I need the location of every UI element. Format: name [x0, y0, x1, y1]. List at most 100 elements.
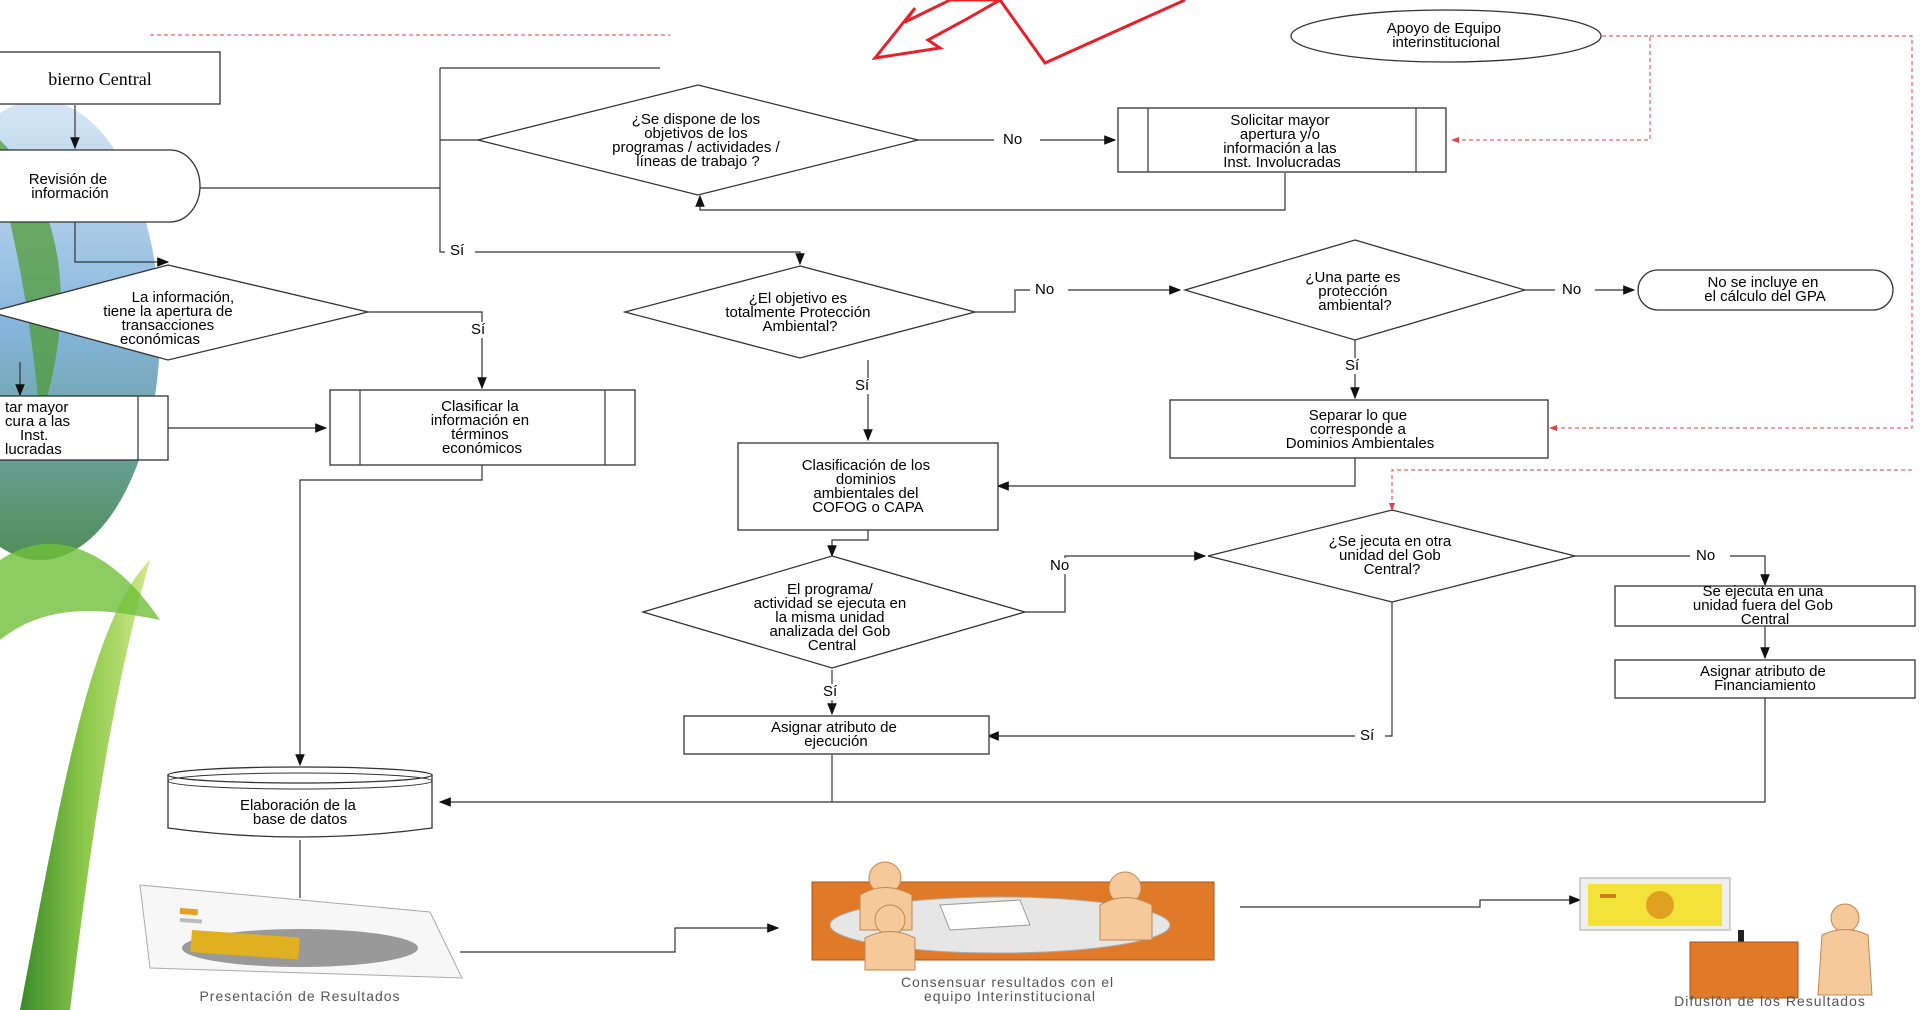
node-label: cura a las [5, 413, 70, 430]
svg-text:Asignar atributo de Fina: Asignar atributo de Financiamiento [1700, 663, 1830, 694]
node-label: términos [451, 426, 509, 443]
edge-label-si: Sí [1360, 727, 1375, 744]
node-label: Elaboración de la [240, 797, 357, 814]
svg-text:Asignar atributo de ejec: Asignar atributo de ejecución [771, 719, 901, 750]
node-label: Asignar atributo de [1700, 663, 1826, 680]
edge-label-no: No [1050, 557, 1069, 574]
connector [1025, 551, 1207, 613]
node-solicitar-right: Solicitar mayor apertura y/o información… [1117, 107, 1447, 173]
connector [986, 592, 1393, 741]
connector [695, 173, 1286, 211]
node-label: COFOG o CAPA [812, 499, 923, 516]
node-label: tar mayor [5, 399, 68, 416]
node-label: analizada del Gob [769, 623, 890, 640]
edge-label-no: No [1562, 281, 1581, 298]
node-label: ¿El objetivo es [749, 290, 847, 307]
connector [996, 458, 1356, 491]
svg-text:Se ejecuta en una unidad: Se ejecuta en una unidad fuera del Gob C… [1693, 583, 1837, 628]
node-label: Revisión de [29, 171, 107, 188]
node-label: ¿Una parte es [1305, 269, 1400, 286]
node-dispone-decision: ¿Se dispone de los objetivos de los prog… [477, 84, 919, 196]
svg-text:Clasificar la informació: Clasificar la información en términos ec… [431, 398, 534, 457]
svg-text:¿El objetivo es totalmen: ¿El objetivo es totalmente Protección Am… [725, 290, 874, 335]
node-label: transacciones [122, 317, 215, 334]
svg-text:El programa/ actividad s: El programa/ actividad se ejecuta en la … [754, 581, 911, 654]
node-label: Se ejecuta en una [1702, 583, 1824, 600]
svg-text:Elaboración de la base d: Elaboración de la base de datos [240, 797, 360, 828]
node-se-ejecuta-otra-decision: ¿Se jecuta en otra unidad del Gob Centra… [1207, 509, 1576, 603]
node-label: líneas de trabajo ? [636, 153, 759, 170]
node-label: Separar lo que [1309, 407, 1407, 424]
node-label: objetivos de los [644, 125, 747, 142]
node-label: programas / actividades / [612, 139, 780, 156]
node-label: información [31, 185, 109, 202]
node-label: base de datos [253, 811, 347, 828]
red-zigzag-arrow-icon [871, 0, 1186, 65]
difusion-label: Difusión de los Resultados [1674, 993, 1866, 1009]
node-label: Central [808, 637, 856, 654]
node-label: ¿Se jecuta en otra [1329, 533, 1452, 550]
node-gobierno-central: bierno Central [0, 51, 221, 105]
edge-label-si: Sí [450, 242, 465, 259]
node-solicitar-left: tar mayor cura a las Inst. lucradas [0, 395, 169, 461]
connector [368, 311, 487, 390]
presentacion-label: Presentación de Resultados [199, 988, 400, 1004]
svg-text:Solicitar mayor apertura: Solicitar mayor apertura y/o información… [1223, 112, 1341, 171]
node-label: Apoyo de Equipo [1387, 20, 1501, 37]
connector [827, 530, 869, 558]
edge-label-no: No [1003, 131, 1022, 148]
presentacion-document-illustration: Presentación de Resultados [139, 884, 463, 1004]
node-label: económicas [120, 331, 200, 348]
connector [1240, 895, 1582, 908]
connector [438, 698, 1766, 807]
svg-text:Separar lo que correspon: Separar lo que corresponde a Dominios Am… [1286, 407, 1434, 452]
node-label: Financiamiento [1714, 677, 1816, 694]
node-label: tiene la apertura de [103, 303, 232, 320]
node-label: ejecución [804, 733, 867, 750]
node-label: Clasificar la [441, 398, 519, 415]
node-label: actividad se ejecuta en [754, 595, 907, 612]
node-label: El programa/ [787, 581, 874, 598]
dashed-connector [1451, 35, 1651, 143]
edge-label-si: Sí [855, 377, 870, 394]
node-label: lucradas [5, 441, 62, 458]
node-separar-dominios: Separar lo que corresponde a Dominios Am… [1169, 399, 1549, 459]
difusion-presentation-illustration: Difusión de los Resultados [1579, 877, 1873, 1009]
node-revision-informacion: Revisión de información [0, 149, 201, 223]
svg-text:Consensuar resultados con el: Consensuar resultados con el equipo Inte… [901, 974, 1119, 1004]
node-label: dominios [836, 471, 896, 488]
connector [460, 923, 780, 953]
node-label: Inst. Involucradas [1223, 154, 1341, 171]
node-objetivo-decision: ¿El objetivo es totalmente Protección Am… [622, 265, 978, 359]
node-label: ambientales del [813, 485, 918, 502]
node-label: interinstitucional [1392, 34, 1500, 51]
node-base-de-datos: Elaboración de la base de datos [167, 766, 433, 838]
node-label: apertura y/o [1240, 126, 1320, 143]
node-asignar-ejecucion: Asignar atributo de ejecución [683, 715, 990, 755]
node-label: información en [431, 412, 529, 429]
node-label: corresponde a [1310, 421, 1407, 438]
edge-label-no: No [1696, 547, 1715, 564]
node-label: Central? [1364, 561, 1421, 578]
node-apoyo-equipo: Apoyo de Equipo interinstitucional [1290, 9, 1602, 63]
svg-text:¿Se jecuta en otra unida: ¿Se jecuta en otra unidad del Gob Centra… [1329, 533, 1456, 578]
node-una-parte-decision: ¿Una parte es protección ambiental? [1182, 239, 1528, 341]
dashed-connector [1549, 35, 1913, 431]
edge-label-si: Sí [1345, 357, 1360, 374]
svg-text:¿Se dispone de los objet: ¿Se dispone de los objetivos de los prog… [612, 111, 784, 170]
svg-text:Revisión de información: Revisión de información [29, 171, 112, 202]
svg-text:La información, tiene la: La información, tiene la apertura de tra… [103, 289, 238, 348]
edge-label-no: No [1035, 281, 1054, 298]
node-label: Clasificación de los [802, 457, 930, 474]
svg-text:tar mayor cura a las: tar mayor cura a las Inst. lucradas [5, 399, 74, 458]
node-label: Ambiental? [762, 318, 837, 335]
node-label: ¿Se dispone de los [632, 111, 760, 128]
red-arrow-icon [875, 0, 1190, 75]
node-label: bierno Central [48, 69, 151, 89]
consensuar-meeting-illustration: Consensuar resultados con el equipo Inte… [811, 861, 1215, 1004]
svg-text:No se incluye en el cálc: No se incluye en el cálculo del GPA [1704, 274, 1825, 305]
node-label: Dominios Ambientales [1286, 435, 1434, 452]
edge-label-si: Sí [823, 683, 838, 700]
connector [1575, 555, 1770, 587]
connector [295, 465, 483, 767]
